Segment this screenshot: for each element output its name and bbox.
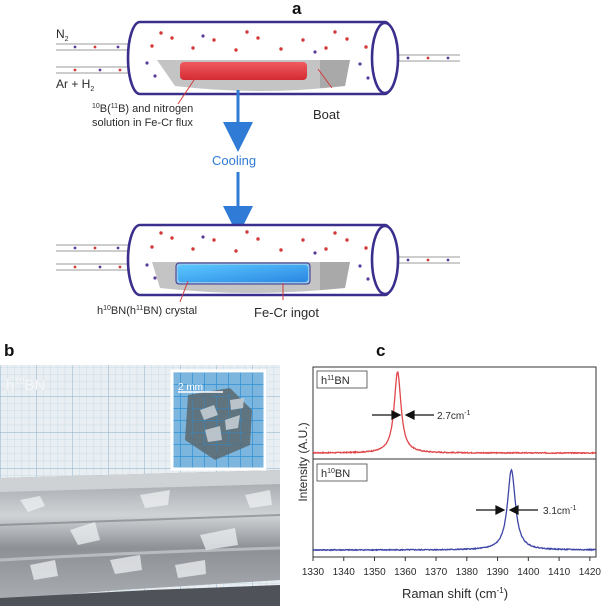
svg-text:Ar + H2: Ar + H2 — [56, 77, 94, 93]
cooling-label: Cooling — [212, 153, 256, 168]
fwhm-label-top: 2.7cm-1 — [437, 410, 471, 422]
x-tick-label: 1420 — [579, 567, 602, 578]
hbn-crystal — [178, 265, 308, 282]
x-tick-label: 1350 — [363, 567, 386, 578]
x-tick-label: 1370 — [425, 567, 448, 578]
svg-text:N2: N2 — [56, 27, 69, 43]
crystal-photo: 2 mm — [0, 365, 281, 606]
x-tick-label: 1390 — [486, 567, 509, 578]
panel-letter-b: b — [4, 341, 14, 360]
panel-letter-c: c — [376, 341, 385, 360]
melt-solution — [180, 62, 307, 80]
x-tick-label: 1330 — [302, 567, 325, 578]
furnace-tube-top — [56, 20, 460, 96]
svg-text:solution in Fe-Cr flux: solution in Fe-Cr flux — [92, 117, 193, 129]
fwhm-arrows-bottom — [476, 505, 538, 515]
solution-label: 10B(11B) and nitrogen — [92, 103, 193, 115]
x-tick-label: 1410 — [548, 567, 571, 578]
x-axis-label: Raman shift (cm-1) — [402, 586, 508, 601]
series-line-h10bn — [312, 468, 597, 552]
inset-photo: 2 mm — [170, 369, 267, 471]
y-axis-label: Intensity (A.U.) — [296, 422, 310, 501]
legend-h11bn: h11BN — [321, 375, 350, 387]
x-tick-label: 1400 — [517, 567, 540, 578]
raman-chart: 1330 1340 1350 1360 1370 1380 1390 1400 1410 1420… — [296, 366, 602, 601]
legend-h10bn: h10BN — [321, 468, 350, 480]
furnace-tube-bottom — [56, 223, 460, 297]
ingot-label: Fe-Cr ingot — [254, 305, 319, 320]
crystal-label: h10BN(h11BN) crystal — [97, 305, 197, 317]
x-tick-label: 1380 — [456, 567, 479, 578]
plot-frame-bottom — [312, 458, 597, 558]
boat-label: Boat — [313, 107, 340, 122]
x-axis-ticks: 1330 1340 1350 1360 1370 1380 1390 1400 1410 1420 — [302, 557, 602, 578]
panel-letter-a: a — [292, 0, 302, 18]
series-line-h11bn — [312, 371, 596, 455]
fwhm-arrows-top — [372, 410, 434, 420]
photo-label: h10BN — [6, 376, 45, 394]
x-tick-label: 1360 — [394, 567, 417, 578]
x-tick-label: 1340 — [333, 567, 356, 578]
fwhm-label-bottom: 3.1cm-1 — [543, 505, 577, 517]
inset-scale-label: 2 mm — [178, 382, 203, 393]
